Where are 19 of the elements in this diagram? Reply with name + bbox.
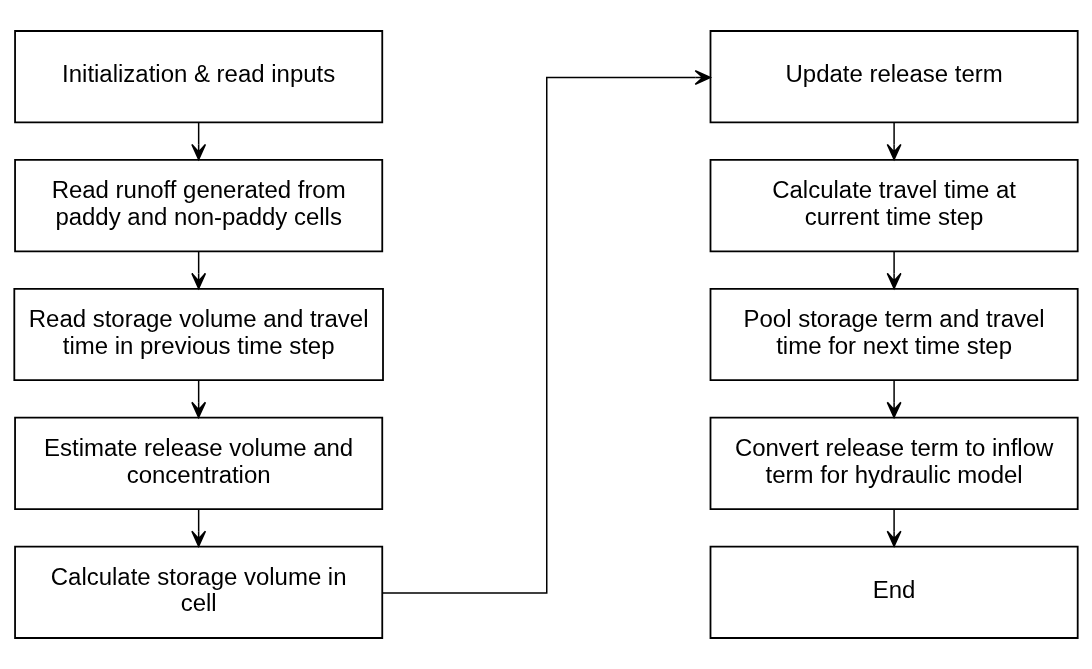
node-box: Pool storage term and travel time for next time step xyxy=(709,287,1079,382)
node-box: Estimate release volume and concentration xyxy=(14,416,384,510)
arrow xyxy=(886,250,902,290)
arrow xyxy=(886,379,902,419)
arrow xyxy=(886,121,902,161)
arrow xyxy=(886,508,902,547)
node-box: Read runoff generated from paddy and non-paddy cells xyxy=(14,159,384,253)
node-box: End xyxy=(709,545,1079,639)
arrow xyxy=(381,69,711,594)
arrow xyxy=(191,121,207,161)
arrow xyxy=(191,250,207,290)
node-box: Calculate travel time at current time step xyxy=(709,159,1079,253)
arrow xyxy=(191,379,207,419)
node-box: Convert release term to inflow term for hydraulic model xyxy=(709,416,1079,510)
arrow xyxy=(191,508,207,547)
node-box: Read storage volume and travel time in previous time step xyxy=(13,287,384,382)
node-box: Calculate storage volume in cell xyxy=(14,545,384,639)
node-box: Initialization & read inputs xyxy=(14,30,384,124)
node-box: Update release term xyxy=(709,30,1079,124)
